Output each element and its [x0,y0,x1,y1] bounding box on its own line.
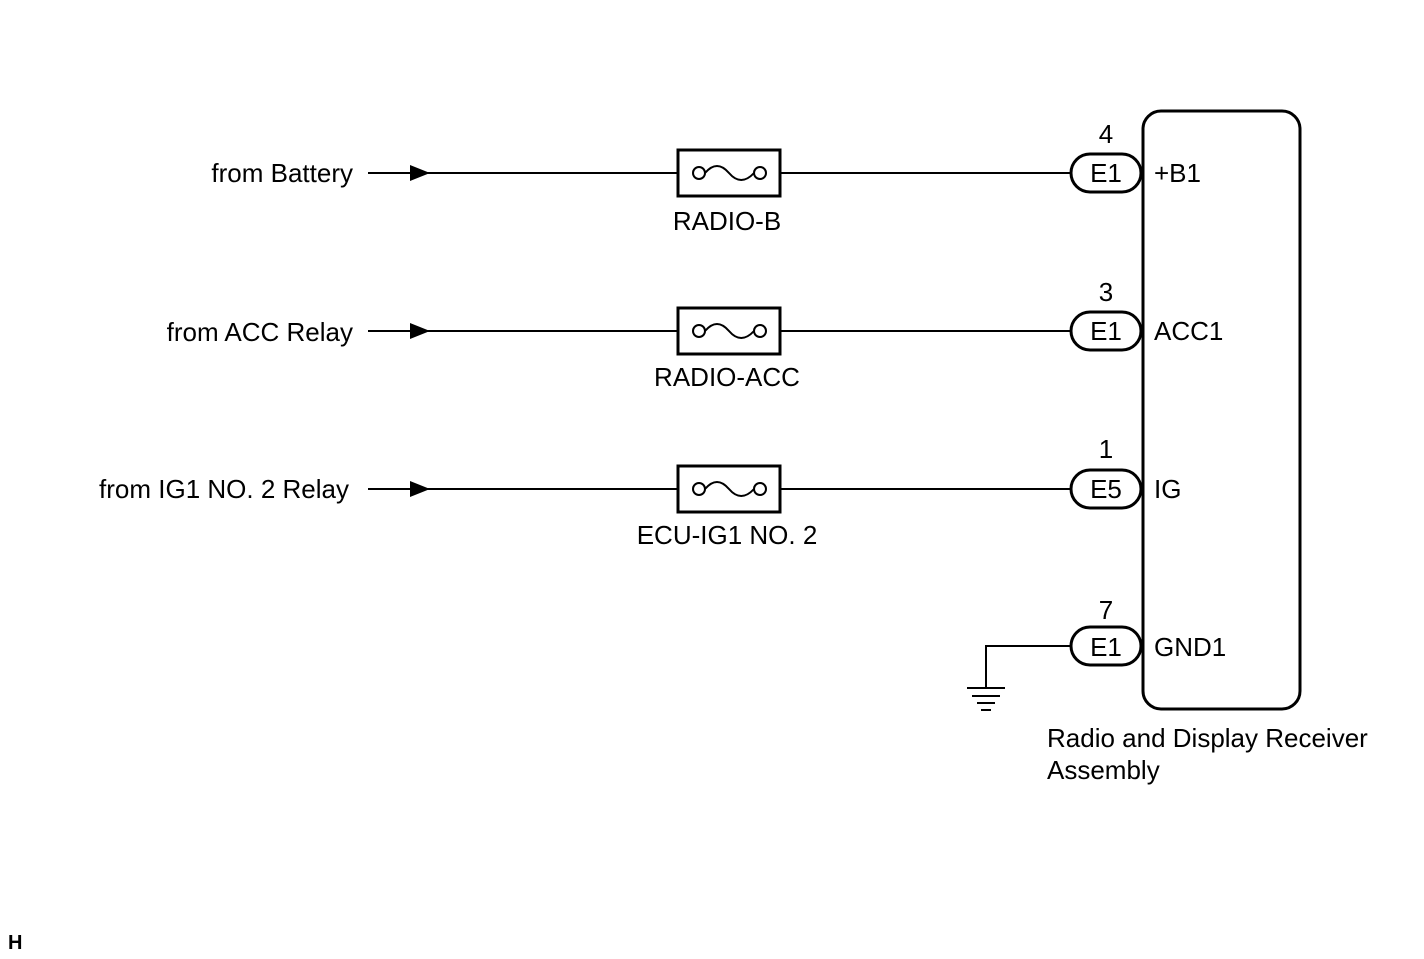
connector-code: E5 [1090,474,1122,504]
fuse-terminal [753,166,767,180]
fuse-label: RADIO-ACC [654,362,800,392]
pin-number: 4 [1099,119,1113,149]
connector-icon [1069,468,1143,510]
ground-icon [967,687,1005,711]
pin-number: 7 [1099,595,1113,625]
receiver-assembly-box [1141,109,1302,711]
terminal-label: GND1 [1154,632,1226,662]
connector-code: E1 [1090,632,1122,662]
connector-code: E1 [1090,158,1122,188]
terminal-label: IG [1154,474,1181,504]
fuse-terminal [692,324,706,338]
circuit-battery: from Battery RADIO-B 4 E1 +B1 [211,119,1201,236]
arrow-icon [410,323,430,339]
source-label: from IG1 NO. 2 Relay [99,474,349,504]
connector-code: E1 [1090,316,1122,346]
fuse-element [704,323,755,339]
component-label-line1: Radio and Display Receiver [1047,723,1368,753]
fuse-terminal [692,166,706,180]
terminal-label: +B1 [1154,158,1201,188]
circuit-ground: 7 E1 GND1 [967,595,1226,711]
arrow-icon [410,481,430,497]
terminal-label: ACC1 [1154,316,1223,346]
corner-mark: H [8,932,22,954]
fuse-label: RADIO-B [673,206,781,236]
fuse-terminal [692,482,706,496]
fuse-terminal [753,324,767,338]
ground-wire [985,645,1072,688]
circuit-ig1-relay: from IG1 NO. 2 Relay ECU-IG1 NO. 2 1 E5 … [99,434,1181,550]
fuse-terminal [753,482,767,496]
fuse-element [704,481,755,497]
pin-number: 3 [1099,277,1113,307]
connector-icon [1069,310,1143,352]
pin-number: 1 [1099,434,1113,464]
fuse-element [704,165,755,181]
arrow-icon [410,165,430,181]
fuse-label: ECU-IG1 NO. 2 [637,520,818,550]
connector-icon [1069,152,1143,194]
source-label: from Battery [211,158,353,188]
source-label: from ACC Relay [167,317,353,347]
connector-icon [1069,625,1143,667]
component-label-line2: Assembly [1047,755,1160,785]
circuit-acc-relay: from ACC Relay RADIO-ACC 3 E1 ACC1 [167,277,1224,392]
